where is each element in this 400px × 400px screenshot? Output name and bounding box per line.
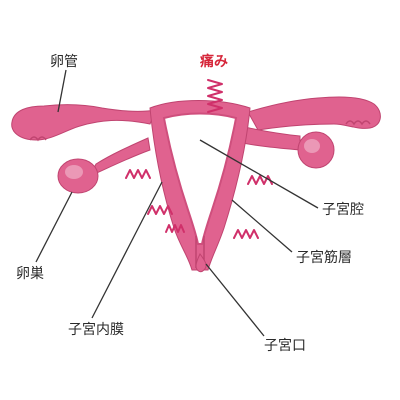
right-ovary (297, 131, 335, 169)
right-oviduct (247, 96, 381, 131)
label-pain: 痛み (199, 53, 228, 70)
uterine-cavity (162, 112, 238, 245)
left-ovarian-ligament (88, 137, 151, 178)
uterus-organ (11, 96, 381, 273)
leader-lines (35, 69, 319, 337)
left-ovary (57, 158, 99, 194)
label-oviduct: 卵管 (50, 54, 78, 70)
label-ovary: 卵巣 (16, 266, 44, 282)
leader-uterine-cavity (199, 139, 319, 209)
left-ovary-highlight (65, 165, 83, 179)
label-endometrium: 子宮内膜 (68, 322, 124, 338)
leader-oviduct (57, 69, 67, 113)
right-ovary-highlight (304, 139, 320, 153)
leader-cervix-opening (205, 263, 265, 337)
label-myometrium: 子宮筋層 (296, 249, 352, 266)
pain-coil-left-3 (165, 224, 185, 233)
pain-coil-left-1 (125, 169, 151, 179)
left-oviduct (11, 104, 157, 141)
pain-coil-top (207, 79, 223, 113)
zigzag-pain-icon (125, 79, 273, 239)
label-cervix-opening: 子宮口 (264, 338, 306, 354)
drop-icon (195, 253, 207, 273)
pain-coil-right-2 (233, 229, 259, 239)
leader-ovary (35, 191, 73, 263)
leader-myometrium (231, 199, 293, 253)
leader-endometrium (91, 181, 163, 319)
pain-coil-left-2 (147, 205, 173, 215)
right-fimbria (345, 120, 371, 126)
label-uterine-cavity: 子宮腔 (322, 202, 364, 218)
labels: 卵管 卵巣 子宮内膜 子宮腔 子宮筋層 子宮口 痛み (16, 53, 364, 354)
pain-coil-right-1 (247, 175, 273, 185)
left-fimbria (29, 136, 47, 142)
